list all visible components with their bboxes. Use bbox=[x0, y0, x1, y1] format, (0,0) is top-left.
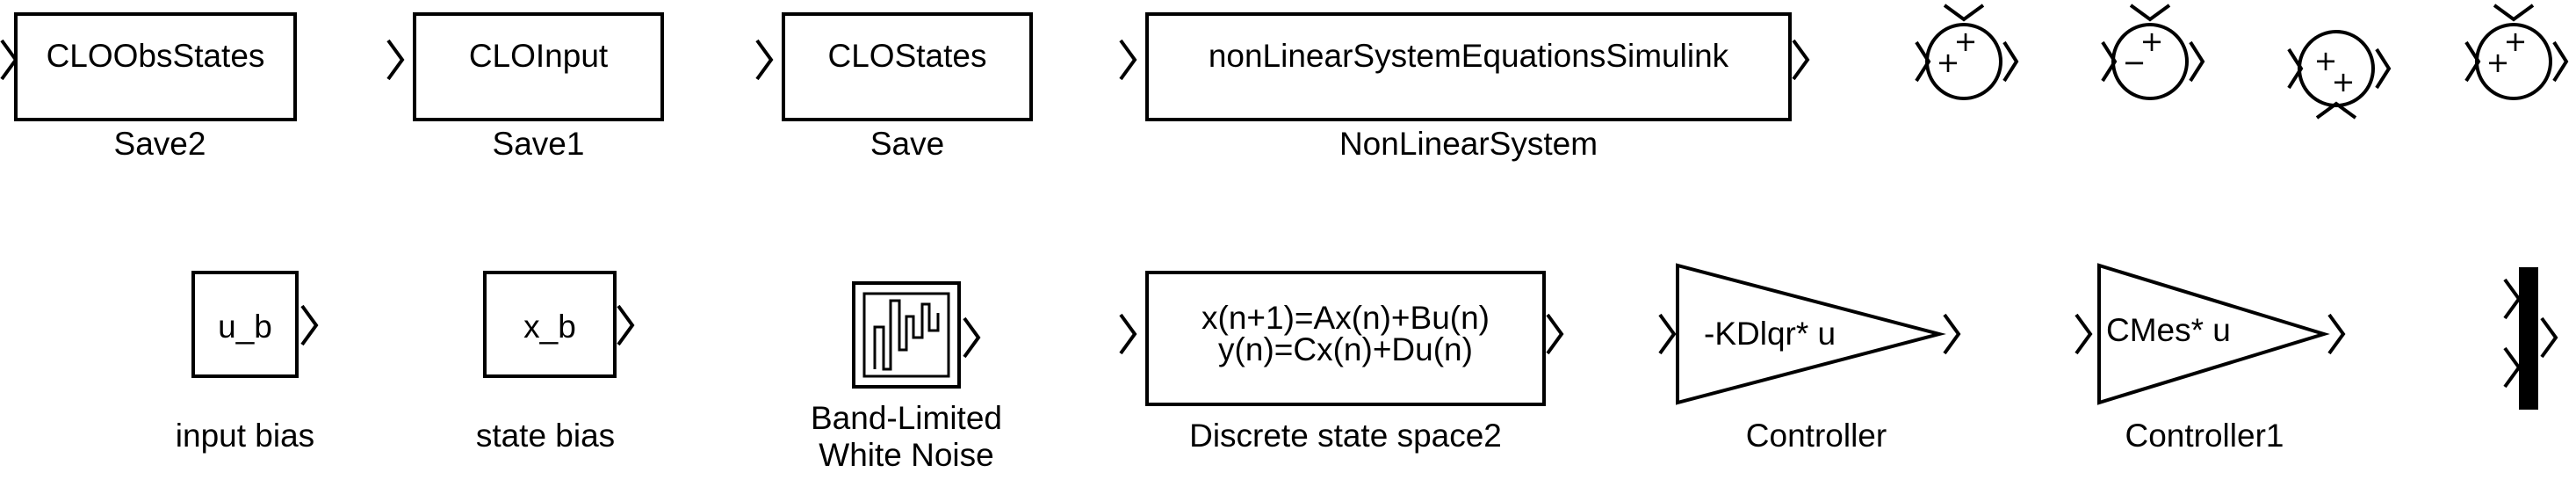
controller1-output-port[interactable] bbox=[2327, 313, 2346, 355]
dss-name: Discrete state space2 bbox=[1189, 418, 1502, 454]
sum1-left-sign: + bbox=[1937, 46, 1960, 79]
controller-gain-label: -KDlqr* u bbox=[1704, 316, 1836, 352]
sum2-left-sign: − bbox=[2123, 46, 2147, 79]
sum-block-2[interactable] bbox=[2101, 4, 2205, 100]
controller1-block[interactable] bbox=[2075, 263, 2346, 405]
mux-block[interactable] bbox=[2503, 267, 2558, 410]
sum-block-3[interactable] bbox=[2287, 30, 2392, 120]
save1-label: CLOInput bbox=[469, 38, 609, 74]
dss-output-port[interactable] bbox=[1546, 313, 1564, 355]
state-bias-block[interactable] bbox=[483, 271, 635, 378]
input-bias-output-port[interactable] bbox=[300, 304, 319, 346]
sum4-top-sign: + bbox=[2504, 25, 2528, 58]
state-bias-label: x_b bbox=[523, 309, 576, 345]
sum3-bottom-sign: + bbox=[2332, 65, 2356, 98]
save1-input-port[interactable] bbox=[386, 39, 405, 81]
white-noise-name-line2: White Noise bbox=[819, 437, 993, 473]
white-noise-block[interactable] bbox=[852, 281, 981, 389]
state-bias-name: state bias bbox=[476, 418, 615, 454]
sum3-top-sign: + bbox=[2314, 44, 2338, 77]
save2-name: Save2 bbox=[114, 126, 206, 162]
controller-output-port[interactable] bbox=[1943, 313, 1961, 355]
white-noise-output-port[interactable] bbox=[963, 316, 981, 359]
sum-block-4[interactable] bbox=[2464, 4, 2569, 100]
nonlinear-output-port[interactable] bbox=[1792, 39, 1810, 81]
dss-input-port[interactable] bbox=[1119, 313, 1137, 355]
state-bias-output-port[interactable] bbox=[617, 304, 635, 346]
dss-equation-1: x(n+1)=Ax(n)+Bu(n) bbox=[1201, 300, 1490, 336]
save-input-port[interactable] bbox=[755, 39, 774, 81]
controller-name: Controller bbox=[1746, 418, 1887, 454]
sum-block-1[interactable] bbox=[1915, 4, 2019, 100]
save1-block[interactable] bbox=[386, 12, 664, 121]
save1-name: Save1 bbox=[493, 126, 585, 162]
nonlinear-name: NonLinearSystem bbox=[1339, 126, 1598, 162]
sum4-left-sign: + bbox=[2486, 46, 2510, 79]
nonlinear-input-port[interactable] bbox=[1119, 39, 1137, 81]
nonlinear-system-block[interactable] bbox=[1119, 12, 1810, 121]
nonlinear-label: nonLinearSystemEquationsSimulink bbox=[1209, 38, 1729, 74]
sum2-top-sign: + bbox=[2140, 25, 2164, 58]
save-name: Save bbox=[870, 126, 944, 162]
save2-label: CLOObsStates bbox=[47, 38, 265, 74]
input-bias-block[interactable] bbox=[191, 271, 319, 378]
controller1-name: Controller1 bbox=[2125, 418, 2284, 454]
controller-block[interactable] bbox=[1658, 263, 1961, 405]
save2-block[interactable] bbox=[0, 12, 297, 121]
input-bias-label: u_b bbox=[218, 309, 272, 345]
controller-input-port[interactable] bbox=[1658, 313, 1677, 355]
save2-input-port[interactable] bbox=[0, 39, 18, 81]
sum1-top-sign: + bbox=[1954, 25, 1978, 58]
dss-equation-2: y(n)=Cx(n)+Du(n) bbox=[1218, 331, 1473, 367]
discrete-state-space-block[interactable] bbox=[1119, 271, 1564, 406]
controller1-gain-label: CMes* u bbox=[2106, 312, 2231, 348]
save-block[interactable] bbox=[755, 12, 1033, 121]
controller1-input-port[interactable] bbox=[2075, 313, 2093, 355]
white-noise-name-line1: Band-Limited bbox=[811, 400, 1002, 436]
input-bias-name: input bias bbox=[176, 418, 314, 454]
save-label: CLOStates bbox=[828, 38, 987, 74]
